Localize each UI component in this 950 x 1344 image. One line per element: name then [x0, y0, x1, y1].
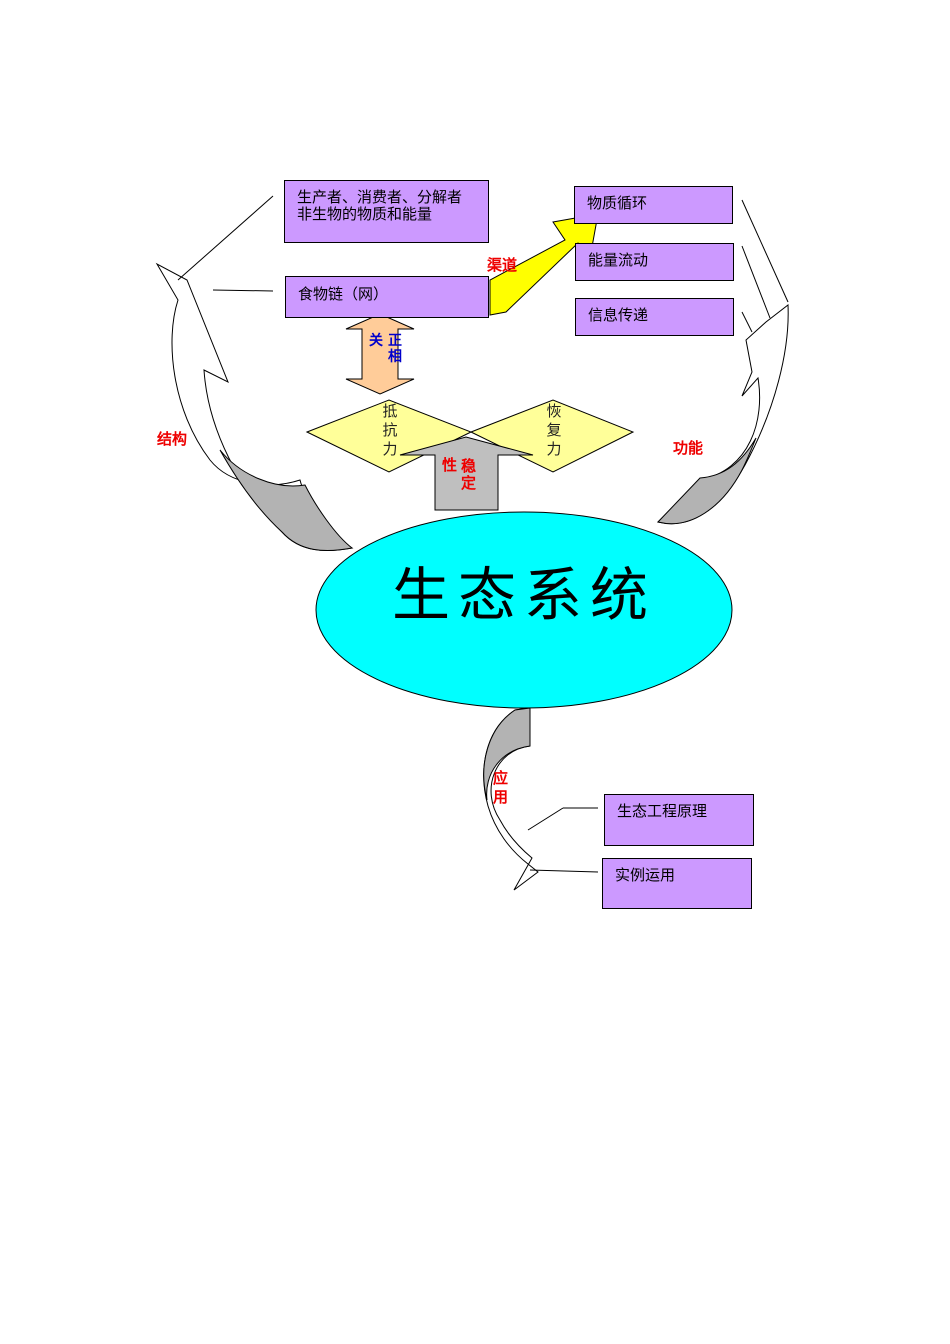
mutual-label-char: 关: [369, 333, 383, 349]
function-item-label: 物质循环: [587, 194, 648, 212]
mutual-label-char: 正: [388, 333, 402, 349]
structure-arrow-shadow: [219, 449, 354, 552]
resistance-char: 抗: [382, 421, 398, 439]
stability-label-char: 稳: [461, 457, 477, 475]
components-line-2: 非生物的物质和能量: [297, 205, 433, 223]
connector-line: [527, 807, 564, 831]
resistance-char: 力: [382, 440, 398, 458]
components-line-1: 生产者、消费者、分解者: [297, 188, 463, 206]
application-arrow-shadow: [483, 707, 531, 801]
recovery-char: 力: [546, 440, 562, 458]
function-item-energy-flow: 能量流动: [575, 243, 734, 281]
resistance-char: 抵: [382, 402, 398, 420]
function-item-matter-cycle: 物质循环: [574, 186, 733, 224]
stability-label-char: 性: [442, 456, 458, 474]
mutual-label-char: 相: [388, 349, 402, 365]
function-item-information-transfer: 信息传递: [575, 298, 734, 336]
recovery-char: 恢: [546, 402, 562, 420]
stability-label-char: 定: [461, 474, 477, 492]
resistance-text: 抵 抗 力: [381, 402, 399, 459]
recovery-text: 恢 复 力: [545, 402, 563, 459]
function-label: 功能: [673, 439, 704, 457]
stability-arrow: [399, 436, 534, 511]
application-label-char: 应: [493, 769, 509, 787]
recovery-char: 复: [546, 421, 562, 439]
connector-line: [212, 289, 274, 292]
application-label-char: 用: [493, 788, 509, 806]
structure-components-box: 生产者、消费者、分解者 非生物的物质和能量: [284, 180, 489, 243]
ecosystem-title: 生态系统: [391, 561, 656, 629]
channel-label: 渠道: [487, 256, 518, 274]
connector-line: [741, 199, 789, 303]
food-chain-box: 食物链（网）: [285, 276, 489, 318]
ecosystem-ellipse: [315, 511, 733, 709]
function-item-label: 信息传递: [588, 306, 649, 324]
application-item-examples: 实例运用: [602, 858, 752, 909]
application-item-label: 生态工程原理: [617, 802, 708, 820]
application-item-engineering-principles: 生态工程原理: [604, 794, 754, 846]
connector-line: [741, 245, 771, 319]
recovery-diamond: [469, 399, 635, 473]
connector-line: [177, 195, 274, 281]
structure-label: 结构: [157, 430, 188, 448]
connector-line: [529, 869, 599, 873]
connector-line: [741, 311, 753, 333]
mutual-double-arrow: [345, 313, 415, 395]
function-item-label: 能量流动: [588, 251, 649, 269]
function-arrow-shadow: [657, 437, 757, 524]
application-item-label: 实例运用: [615, 866, 676, 884]
food-chain-label: 食物链（网）: [298, 285, 389, 303]
